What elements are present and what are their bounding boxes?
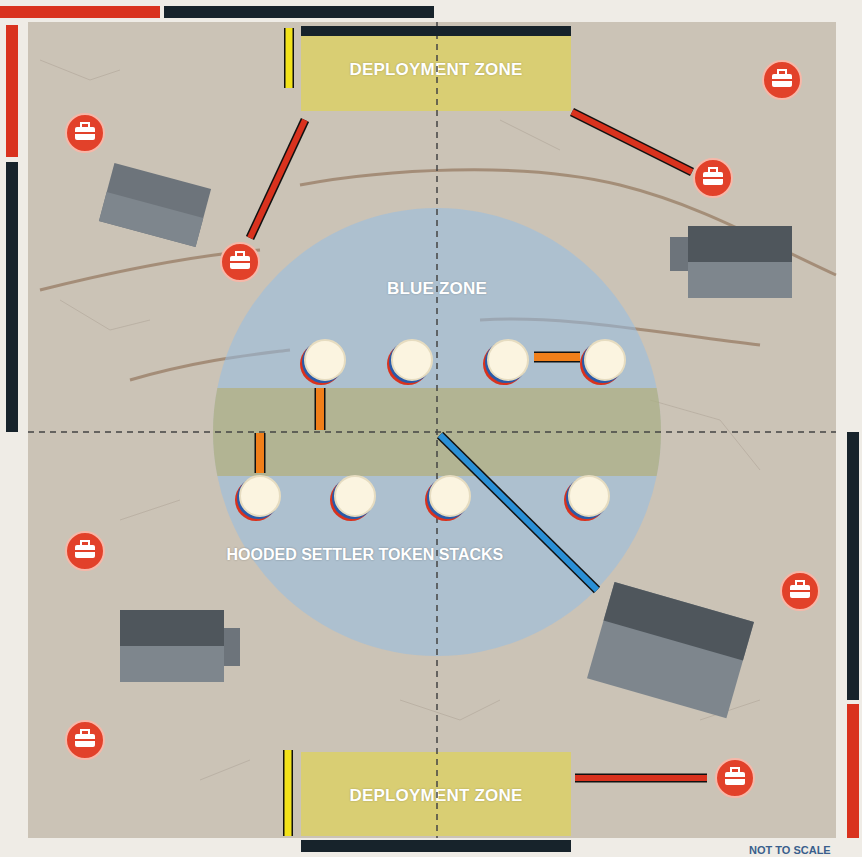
supply-crates [66,61,819,797]
quarter-lines [28,22,836,838]
edge-ruler [6,25,18,157]
edge-ruler [847,704,859,838]
edge-ruler [0,6,160,18]
blue-zone: BLUE ZONE [213,208,661,656]
edge-ruler [6,162,18,432]
token-callout: HOODED SETTLER TOKEN STACKS [227,546,504,564]
edge-ruler [301,840,571,852]
supply-crate [66,532,104,570]
deployment-zone: DEPLOYMENT ZONE [301,752,571,836]
zone-title: DEPLOYMENT ZONE [301,786,571,806]
building [587,582,754,718]
scale-note: NOT TO SCALE [749,844,831,856]
building [99,163,211,247]
supply-crate [66,721,104,759]
building [670,226,792,298]
building [120,610,240,682]
supply-crate [694,159,732,197]
supply-crate [221,243,259,281]
deployment-zone: DEPLOYMENT ZONE [301,28,571,111]
zone-title: DEPLOYMENT ZONE [301,60,571,80]
supply-crate [66,114,104,152]
supply-crate [781,572,819,610]
edge-ruler [847,432,859,700]
zone-title: BLUE ZONE [213,279,661,299]
edge-ruler [164,6,434,18]
supply-crate [716,759,754,797]
supply-crate [763,61,801,99]
